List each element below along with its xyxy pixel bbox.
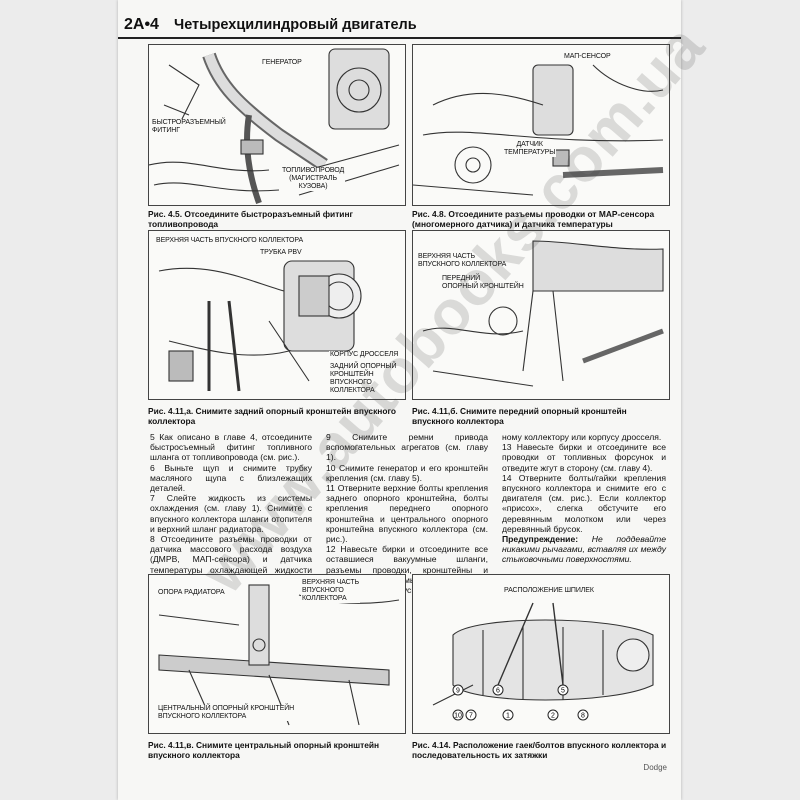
warning-title: Предупреждение:	[502, 534, 579, 545]
caption-4-14: Рис. 4.14. Расположение гаек/болтов впус…	[412, 740, 667, 760]
paragraph: 9 Снимите ремни привода вспомогательных …	[326, 432, 488, 463]
footer-brand: Dodge	[643, 763, 667, 772]
text-column-3: ному коллектору или корпусу дросселя. 13…	[502, 432, 666, 565]
caption-4-11v: Рис. 4.11,в. Снимите центральный опорный…	[148, 740, 380, 760]
engine-drawing-center-bracket	[158, 584, 400, 726]
intake-manifold-drawing: 6 5 9 10 7 1 2 8	[432, 602, 654, 721]
label-pcv-tube: ТРУБКА PBV	[259, 249, 303, 257]
svg-text:6: 6	[496, 688, 500, 695]
paragraph: ному коллектору или корпусу дросселя.	[502, 432, 662, 442]
paragraph: 13 Навесьте бирки и отсоедините все пров…	[502, 442, 666, 473]
figure-4-8: МАП-СЕНСОР ДАТЧИК ТЕМПЕРАТУРЫ	[412, 44, 670, 206]
svg-text:7: 7	[469, 713, 473, 720]
warning-text: Не поддевайте никакими рычагами, вставля…	[502, 534, 666, 565]
text-column-1: 5 Как описано в главе 4, отсоедините быс…	[150, 432, 312, 585]
warning: Предупреждение: Не поддевайте никакими р…	[502, 534, 666, 565]
paragraph: 5 Как описано в главе 4, отсоедините быс…	[150, 432, 312, 463]
manual-page: 2A•4 Четырехцилиндровый двигатель ГЕНЕРА…	[118, 0, 681, 800]
label-map-sensor: МАП-СЕНСОР	[563, 53, 612, 61]
page-header: 2A•4 Четырехцилиндровый двигатель	[118, 15, 681, 39]
engine-drawing-map-sensor	[413, 64, 664, 196]
label-center-bracket: ЦЕНТРАЛЬНЫЙ ОПОРНЫЙ КРОНШТЕЙН ВПУСКНОГО …	[157, 705, 296, 721]
section-number: 2A•4	[124, 16, 159, 33]
label-temp-sensor: ДАТЧИК ТЕМПЕРАТУРЫ	[503, 141, 557, 157]
figure-4-5: ГЕНЕРАТОР БЫСТРОРАЗЪЕМНЫЙ ФИТИНГ ТОПЛИВО…	[148, 44, 406, 206]
label-generator: ГЕНЕРАТОР	[261, 59, 303, 67]
paragraph: 7 Слейте жидкость из системы охлаждения …	[150, 493, 312, 534]
figure-4-11b: ВЕРХНЯЯ ЧАСТЬ ВПУСКНОГО КОЛЛЕКТОРА ПЕРЕД…	[412, 230, 670, 400]
svg-text:1: 1	[506, 713, 510, 720]
engine-drawing-front-bracket	[422, 240, 664, 387]
label-upper-intake-b: ВЕРХНЯЯ ЧАСТЬ ВПУСКНОГО КОЛЛЕКТОРА	[417, 253, 508, 269]
svg-text:2: 2	[551, 713, 555, 720]
paragraph: 14 Отверните болты/гайки крепления впуск…	[502, 472, 666, 534]
label-upper-intake: ВЕРХНЯЯ ЧАСТЬ ВПУСКНОГО КОЛЛЕКТОРА	[155, 237, 305, 245]
label-fuel-line: ТОПЛИВОПРОВОД (МАГИСТРАЛЬ КУЗОВА)	[281, 167, 346, 191]
svg-text:10: 10	[454, 713, 462, 720]
figure-4-11a: ВЕРХНЯЯ ЧАСТЬ ВПУСКНОГО КОЛЛЕКТОРА ТРУБК…	[148, 230, 406, 400]
engine-drawing-rear-bracket	[158, 260, 362, 392]
page-title: Четырехцилиндровый двигатель	[174, 17, 417, 33]
label-rear-bracket: ЗАДНИЙ ОПОРНЫЙ КРОНШТЕЙН ВПУСКНОГО КОЛЛЕ…	[329, 363, 398, 395]
paragraph: 10 Снимите генератор и его кронштейн кре…	[326, 462, 488, 483]
paragraph: 6 Выньте щуп и снимите трубку масляного …	[150, 462, 312, 494]
label-front-bracket: ПЕРЕДНИЙ ОПОРНЫЙ КРОНШТЕЙН	[441, 275, 525, 291]
paragraph: 11 Отверните верхние болты крепления зад…	[326, 483, 488, 545]
svg-text:5: 5	[561, 688, 565, 695]
bolt-sequence-markers: 6 5 9 10 7 1 2 8	[452, 684, 589, 721]
label-throttle-body: КОРПУС ДРОССЕЛЯ	[329, 351, 400, 359]
caption-4-11a: Рис. 4.11,а. Снимите задний опорный крон…	[148, 406, 396, 426]
caption-4-11b: Рис. 4.11,б. Снимите передний опорный кр…	[412, 406, 627, 426]
label-upper-intake-v: ВЕРХНЯЯ ЧАСТЬ ВПУСКНОГО КОЛЛЕКТОРА	[301, 579, 361, 603]
label-radiator-support: ОПОРА РАДИАТОРА	[157, 589, 226, 597]
label-quick-fitting: БЫСТРОРАЗЪЕМНЫЙ ФИТИНГ	[151, 119, 227, 135]
figure-4-11v: ВЕРХНЯЯ ЧАСТЬ ВПУСКНОГО КОЛЛЕКТОРА ОПОРА…	[148, 574, 406, 734]
text-column-2: 9 Снимите ремни привода вспомогательных …	[326, 432, 488, 595]
label-stud-location: РАСПОЛОЖЕНИЕ ШПИЛЕК	[503, 587, 595, 595]
svg-text:9: 9	[456, 688, 460, 695]
svg-text:8: 8	[581, 713, 585, 720]
caption-4-5: Рис. 4.5. Отсоедините быстроразъемный фи…	[148, 209, 353, 229]
figure-4-14: 6 5 9 10 7 1 2 8 РАСПОЛОЖЕНИЕ ШПИЛЕК	[412, 574, 670, 734]
